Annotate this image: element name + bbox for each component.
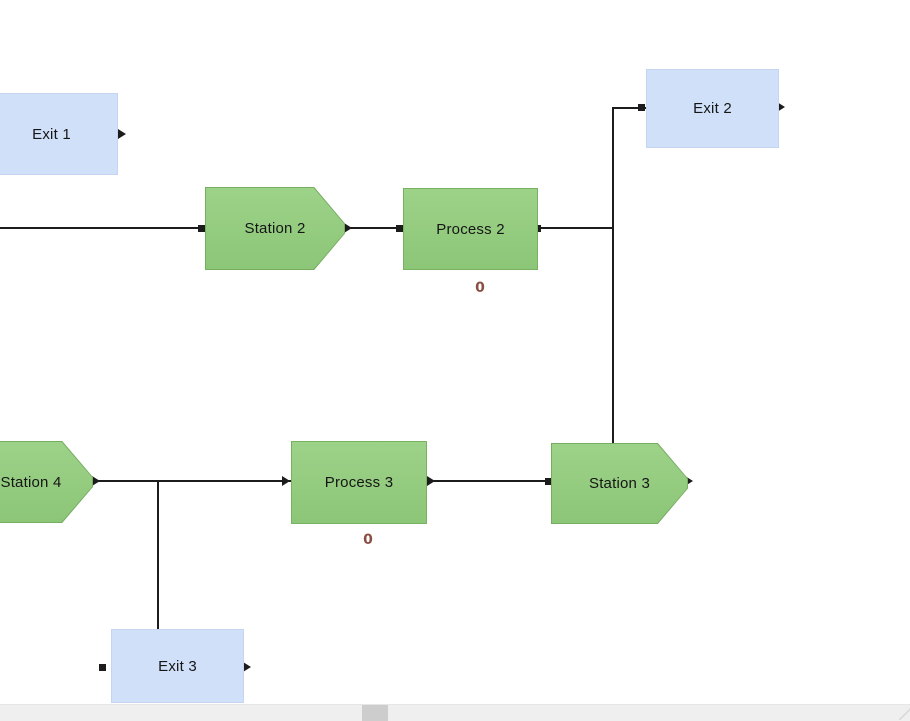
process-2-counter: 0 <box>475 280 485 296</box>
node-station-3[interactable]: Station 3 <box>551 443 688 524</box>
horizontal-scrollbar[interactable] <box>0 704 910 721</box>
flow-arrow-icon <box>118 129 126 139</box>
connector-branch-vertical[interactable] <box>612 107 614 444</box>
connector-offscreen-to-station2[interactable] <box>0 227 204 229</box>
node-process-2[interactable]: Process 2 <box>403 188 538 270</box>
flow-arrow-icon <box>427 476 435 486</box>
node-label: Station 2 <box>244 220 306 237</box>
flow-arrow-icon <box>777 102 785 112</box>
process-3-counter: 0 <box>363 532 373 548</box>
input-port-icon <box>396 225 403 232</box>
input-port-icon <box>99 664 106 671</box>
node-exit-2[interactable]: Exit 2 <box>646 69 779 148</box>
node-label: Station 3 <box>588 475 650 492</box>
node-label: Exit 1 <box>32 125 71 143</box>
scrollbar-thumb[interactable] <box>362 705 388 721</box>
resize-grip-icon <box>899 706 910 720</box>
flow-arrow-icon <box>685 476 693 486</box>
node-label: Exit 3 <box>158 657 197 675</box>
station-shape <box>551 443 688 524</box>
flow-arrow-icon <box>243 662 251 672</box>
node-station-2[interactable]: Station 2 <box>205 187 345 270</box>
input-port-icon <box>545 478 552 485</box>
node-label: Process 2 <box>436 220 505 238</box>
node-exit-3[interactable]: Exit 3 <box>111 629 244 703</box>
connector-process2-branch-horizontal[interactable] <box>538 227 614 229</box>
flow-arrow-icon <box>92 476 100 486</box>
connector-station4-to-exit3[interactable] <box>157 481 159 629</box>
node-label: Exit 2 <box>693 100 732 117</box>
node-process-3[interactable]: Process 3 <box>291 441 427 524</box>
flow-arrow-icon <box>282 476 290 486</box>
node-label: Process 3 <box>324 474 394 491</box>
input-port-icon <box>638 104 645 111</box>
station-shape <box>205 187 345 270</box>
input-port-icon <box>198 225 205 232</box>
node-station-4[interactable]: Station 4 <box>0 441 93 523</box>
node-label: Station 4 <box>0 473 62 491</box>
connector-branch-to-exit2[interactable] <box>612 107 646 109</box>
connector-station2-to-process2[interactable] <box>350 227 403 229</box>
connector-process3-to-station3[interactable] <box>427 480 551 482</box>
node-exit-1[interactable]: Exit 1 <box>0 93 118 175</box>
connector-station4-to-process3[interactable] <box>97 480 291 482</box>
flow-arrow-icon <box>344 223 352 233</box>
